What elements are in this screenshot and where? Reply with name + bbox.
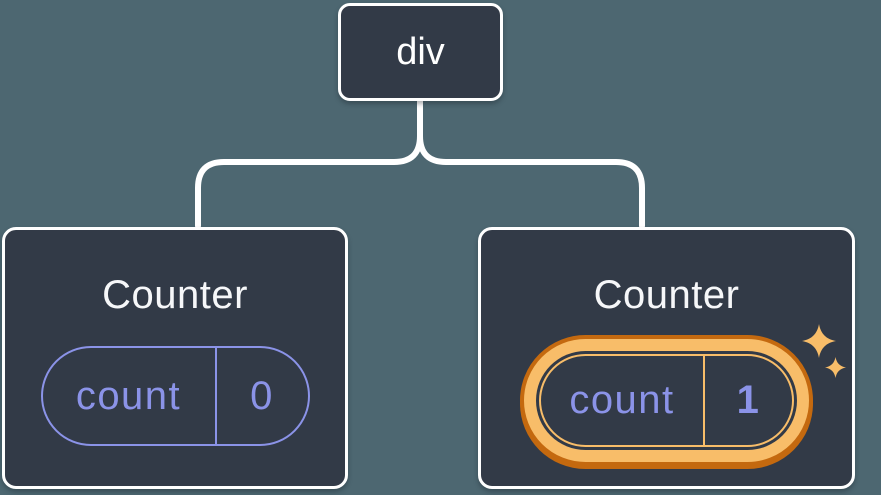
state-name-label: count — [569, 378, 675, 422]
component-title: Counter — [593, 273, 740, 317]
highlighted-state-glow-gap: count 1 — [536, 351, 797, 450]
sparkle-icon — [802, 324, 836, 358]
state-pill-divider — [214, 348, 217, 444]
root-node-div: div — [338, 3, 503, 101]
state-pill-divider — [703, 356, 705, 445]
root-node-label: div — [396, 30, 445, 73]
connector-root-to-right-counter — [417, 133, 645, 229]
state-name-label: count — [75, 373, 182, 418]
state-value: 1 — [736, 378, 761, 422]
sparkle-icon — [825, 357, 846, 378]
counter-node-right: Counter count 1 — [478, 227, 855, 489]
component-title: Counter — [102, 273, 248, 317]
state-pill: count 0 — [40, 346, 310, 446]
state-value: 0 — [250, 373, 274, 418]
connector-root-to-left-counter — [195, 98, 423, 229]
highlighted-state-glow: count 1 — [520, 335, 813, 466]
counter-node-left: Counter count 0 — [2, 227, 348, 489]
state-pill-highlighted: count 1 — [539, 354, 794, 447]
